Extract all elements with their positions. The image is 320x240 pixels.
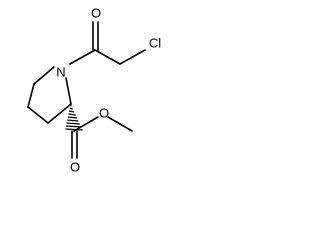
bond-c2-n: [65, 77, 72, 105]
hashed-wedge-bond: [65, 105, 83, 131]
bond-ch2-cl: [119, 49, 146, 65]
chloroacetyl-group: [69, 21, 146, 65]
bond-c5-c4: [27, 83, 35, 108]
ester-oxygen-atom-label: O: [99, 106, 109, 121]
bond-o-methyl: [107, 116, 133, 132]
ester-carbonyl-oxygen-atom-label: O: [70, 160, 80, 175]
chemical-structure: N O Cl O O: [27, 6, 161, 175]
bond-carbonyl-ch2: [94, 49, 121, 65]
methyl-ester-group: [71, 116, 133, 159]
bond-n-carbonyl-carbon: [69, 49, 96, 65]
acyl-oxygen-atom-label: O: [91, 6, 101, 21]
bond-c3-c2: [47, 103, 72, 124]
bond-ester-c-o: [73, 116, 99, 132]
chlorine-atom-label: Cl: [149, 36, 161, 51]
pyrrolidine-ring: [27, 66, 72, 124]
bond-c4-c3: [27, 106, 49, 124]
bond-n-c5: [33, 66, 55, 85]
nitrogen-atom-label: N: [56, 65, 65, 80]
